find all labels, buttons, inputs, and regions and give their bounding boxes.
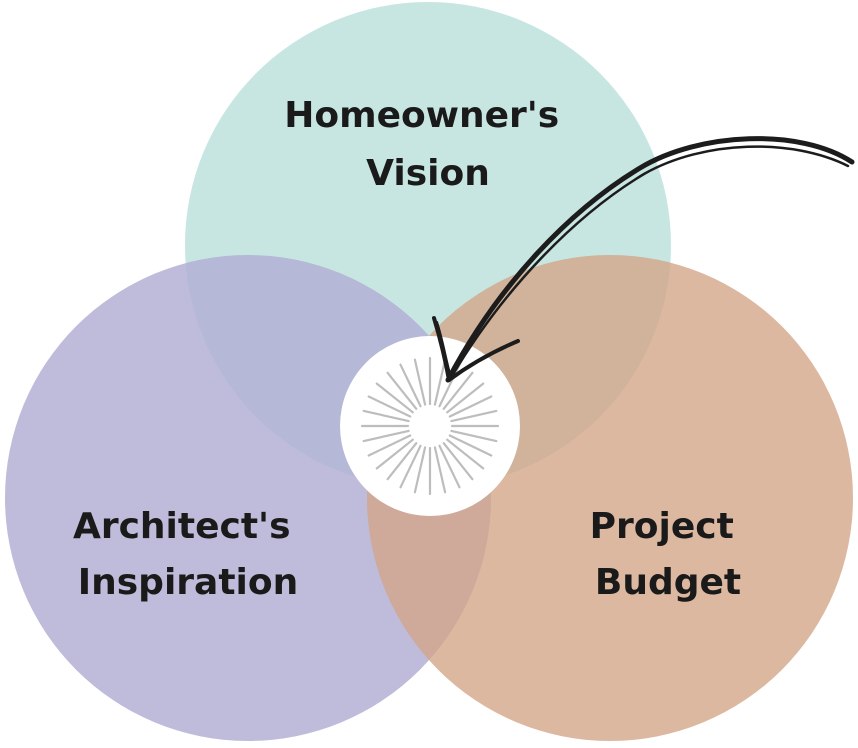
sunburst-ray [433, 358, 447, 406]
center-disc [340, 336, 520, 516]
sunburst-ray [450, 429, 498, 443]
sunburst-ray [450, 409, 498, 423]
sunburst-ray [446, 438, 485, 470]
sunburst-ray [433, 446, 447, 494]
sunburst-ray [362, 429, 410, 443]
hand-drawn-arrow-icon [432, 136, 855, 383]
sunburst-ray [438, 444, 461, 489]
project-budget-label-line-1: Project [590, 506, 734, 547]
architects-inspiration-label: Architect's Inspiration [73, 506, 303, 603]
sunburst-ray [375, 382, 414, 414]
architects-inspiration-label-line-1: Architect's [73, 506, 291, 547]
sunburst-ray [442, 442, 474, 481]
sunburst-ray [413, 446, 427, 494]
sunburst-ray [442, 371, 474, 410]
project-budget-label: Project Budget [590, 506, 747, 603]
sunburst-ray [399, 363, 422, 408]
sunburst-ray [399, 444, 422, 489]
sunburst-icon [360, 356, 500, 496]
sunburst-ray [446, 382, 485, 414]
sunburst-ray [448, 434, 493, 457]
sunburst-ray [375, 438, 414, 470]
sunburst-ray [367, 395, 412, 418]
sunburst-ray [362, 409, 410, 423]
sunburst-ray [438, 363, 461, 408]
architects-inspiration-label-line-2: Inspiration [78, 562, 299, 603]
project-budget-label-line-2: Budget [595, 562, 741, 603]
sunburst-ray [413, 358, 427, 406]
sunburst-ray [448, 395, 493, 418]
homeowners-vision-label: Homeowner's Vision [284, 95, 572, 194]
sunburst-ray [386, 371, 418, 410]
sunburst-ray [386, 442, 418, 481]
homeowners-vision-label-line-2: Vision [366, 153, 490, 194]
homeowners-vision-label-line-1: Homeowner's [284, 95, 559, 136]
sunburst-ray [367, 434, 412, 457]
